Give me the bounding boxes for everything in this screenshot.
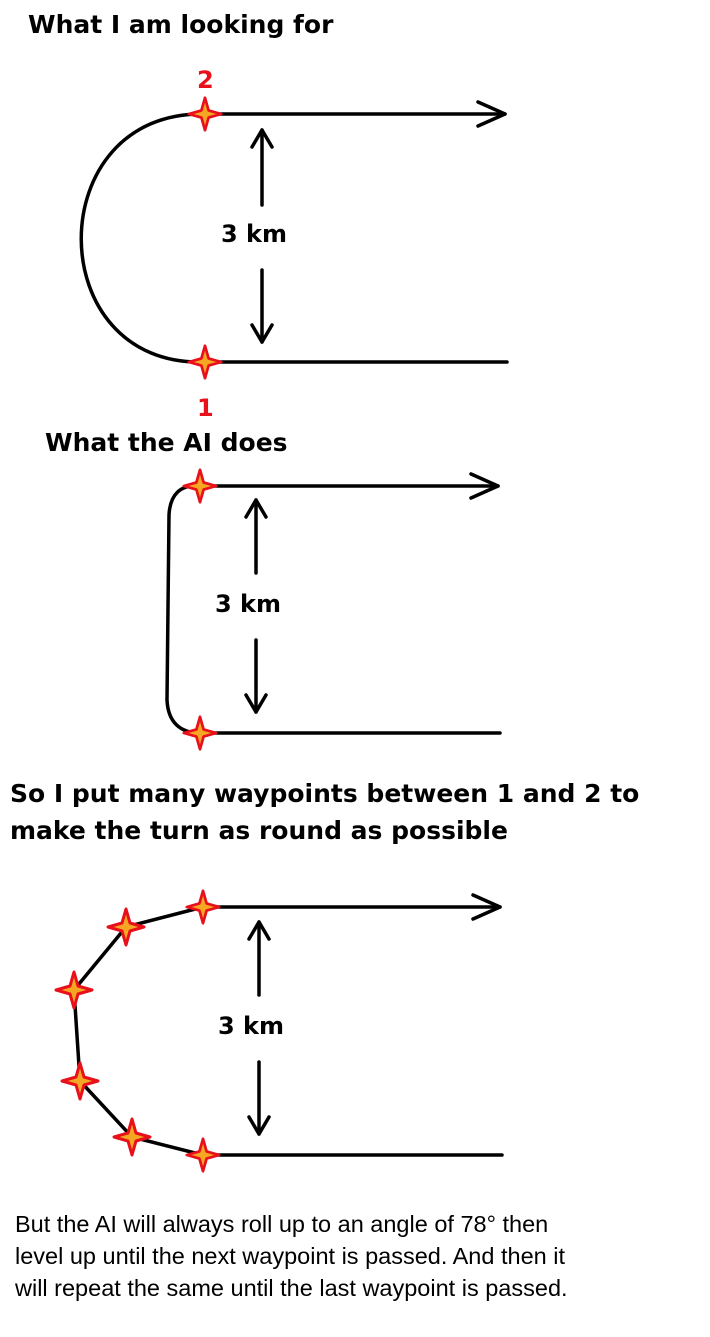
four-point-star-icon bbox=[185, 889, 221, 925]
multi-waypoint-turn bbox=[72, 905, 205, 1157]
section-1-heading: What I am looking for bbox=[28, 10, 334, 39]
note-line-1: But the AI will always roll up to an ang… bbox=[15, 1211, 549, 1237]
section-ai-turn: What the AI does 3 km bbox=[45, 428, 502, 751]
distance-label: 3 km bbox=[215, 590, 281, 618]
four-point-star-icon bbox=[187, 96, 223, 132]
note-line-2: level up until the next waypoint is pass… bbox=[15, 1243, 565, 1269]
section-desired-turn: What I am looking for 3 km 1 2 bbox=[28, 10, 509, 422]
section-2-heading: What the AI does bbox=[45, 428, 288, 457]
waypoint-2-label: 2 bbox=[197, 66, 214, 94]
four-point-star-icon bbox=[185, 1137, 221, 1173]
four-point-star-icon bbox=[182, 715, 218, 751]
arrowhead-icon bbox=[244, 693, 268, 714]
distance-label: 3 km bbox=[218, 1012, 284, 1040]
arrowhead-icon bbox=[250, 128, 274, 149]
arrowhead-icon bbox=[471, 893, 502, 921]
desired-semicircle-turn bbox=[79, 112, 207, 364]
note-line-3: will repeat the same until the last wayp… bbox=[15, 1275, 568, 1301]
four-point-star-icon bbox=[182, 468, 218, 504]
section-many-waypoints: So I put many waypoints between 1 and 2 … bbox=[10, 779, 639, 1173]
section-3-heading-line-1: So I put many waypoints between 1 and 2 … bbox=[10, 779, 639, 808]
ai-sharp-turn bbox=[165, 484, 202, 735]
waypoint-1-label: 1 bbox=[197, 394, 214, 422]
four-point-star-icon bbox=[187, 344, 223, 380]
explanation-note: But the AI will always roll up to an ang… bbox=[15, 1208, 705, 1304]
distance-label: 3 km bbox=[221, 220, 287, 248]
arrowhead-icon bbox=[469, 472, 500, 500]
arrowhead-icon bbox=[476, 100, 507, 128]
arrowhead-icon bbox=[250, 323, 274, 344]
arrowhead-icon bbox=[247, 920, 271, 941]
arrowhead-icon bbox=[247, 1115, 271, 1136]
arrowhead-icon bbox=[244, 498, 268, 519]
section-3-heading-line-2: make the turn as round as possible bbox=[10, 816, 508, 845]
